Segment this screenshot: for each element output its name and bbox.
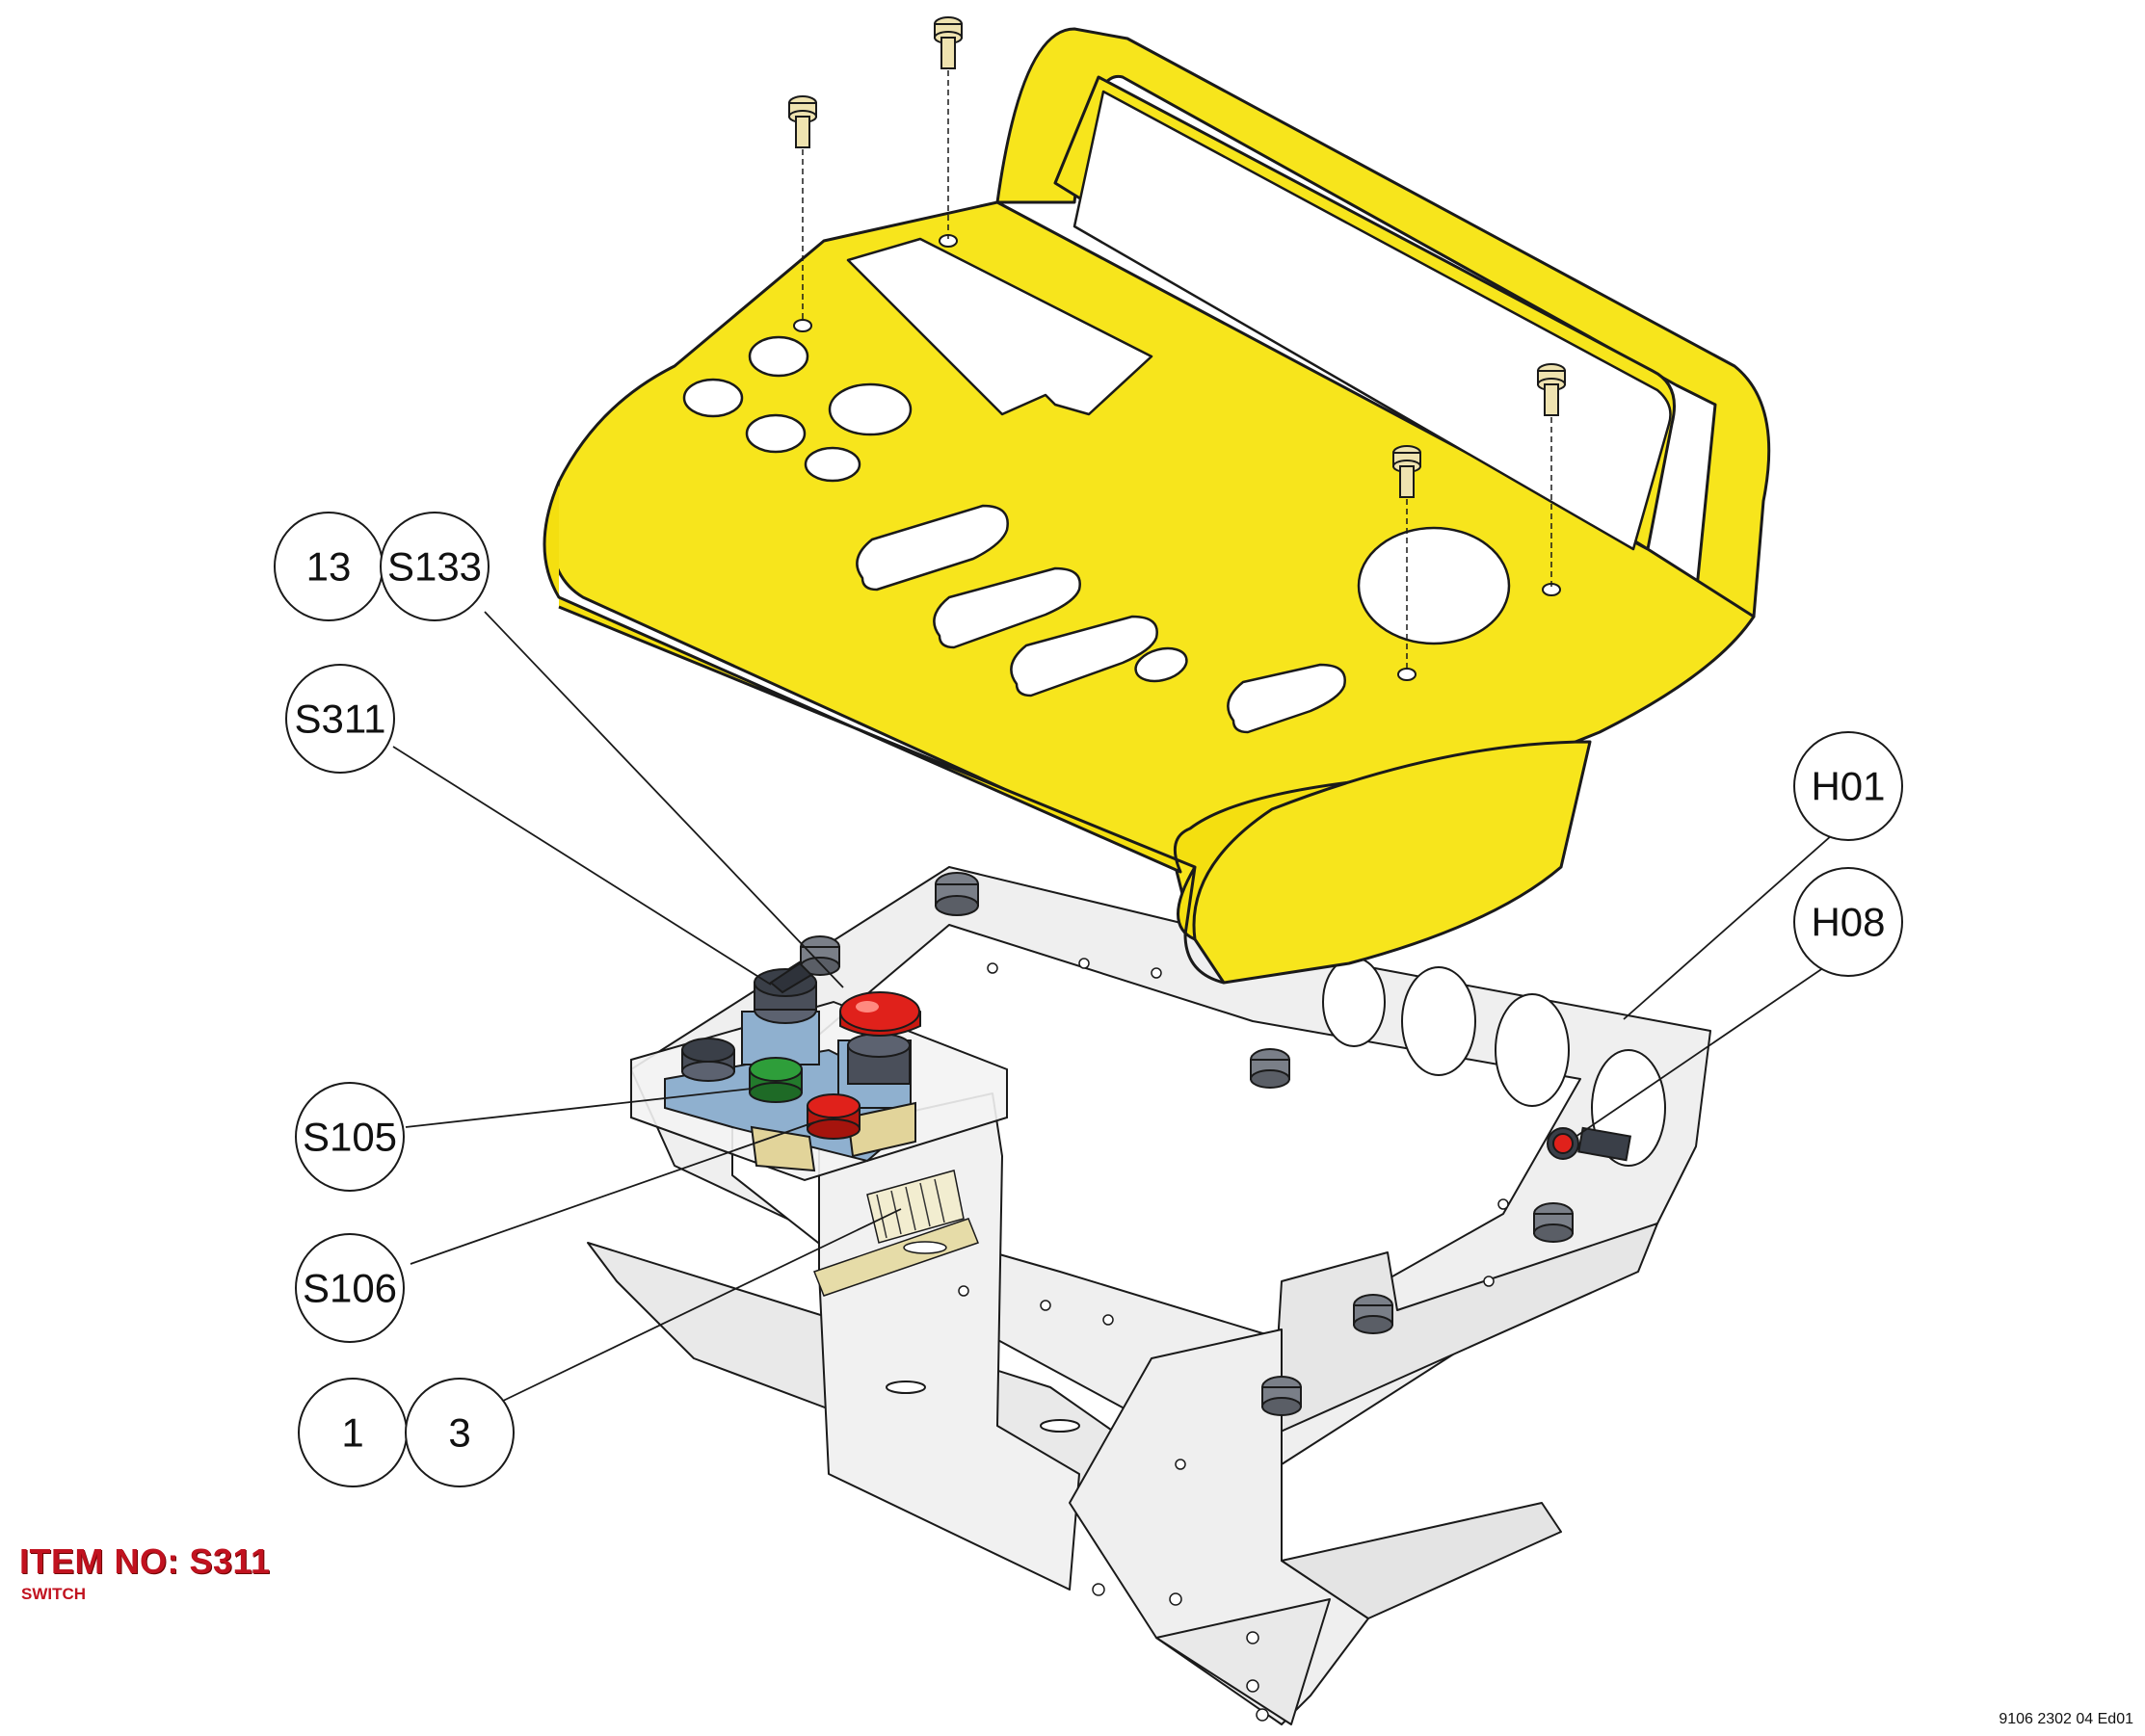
svg-text:S105: S105 <box>303 1115 397 1160</box>
svg-text:1: 1 <box>341 1410 363 1456</box>
callout-1: 1 <box>298 1378 408 1487</box>
leader-lines <box>392 611 1849 1403</box>
callout-s105: S105 <box>295 1082 405 1192</box>
svg-text:H01: H01 <box>1811 764 1885 809</box>
callout-h08: H08 <box>1793 867 1903 977</box>
document-number: 9106 2302 04 Ed01 <box>1999 1711 2133 1727</box>
item-number-title: ITEM NO: S311 <box>19 1541 271 1581</box>
pushbutton-red-icon <box>807 1093 861 1140</box>
svg-text:S106: S106 <box>303 1266 397 1311</box>
callout-3: 3 <box>405 1378 515 1487</box>
pushbutton-green-icon <box>749 1057 803 1103</box>
callout-s106: S106 <box>295 1233 405 1343</box>
indicator-lamp-icon <box>1547 1126 1632 1162</box>
terminal-block-icon <box>813 1170 979 1297</box>
bolt-icon <box>788 16 1566 498</box>
bolt-dashed-lines <box>802 70 1552 672</box>
svg-text:H08: H08 <box>1811 900 1885 945</box>
pushbutton-icon <box>681 1038 735 1082</box>
svg-text:13: 13 <box>306 544 352 590</box>
console-cover <box>543 27 1771 985</box>
selector-switch-icon <box>754 961 817 1024</box>
emergency-stop-icon <box>839 991 921 1085</box>
callout-s133: S133 <box>380 512 490 621</box>
item-description: SWITCH <box>21 1585 87 1603</box>
svg-text:3: 3 <box>448 1410 470 1456</box>
callout-h01: H01 <box>1793 731 1903 841</box>
svg-text:S133: S133 <box>387 544 482 590</box>
callout-13: 13 <box>274 512 384 621</box>
rubber-foot-icon <box>800 872 1574 1416</box>
svg-text:S311: S311 <box>295 697 386 742</box>
callout-s311: S311 <box>285 664 395 774</box>
